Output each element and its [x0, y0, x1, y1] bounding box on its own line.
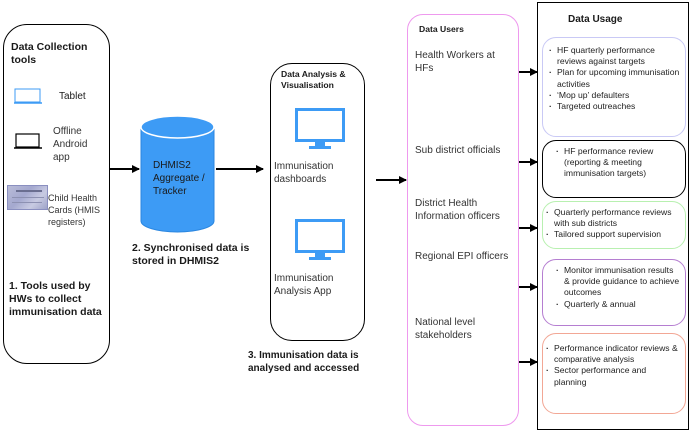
child-health-card-image	[7, 185, 48, 210]
step-3-caption: 3. Immunisation data is analysed and acc…	[248, 350, 360, 374]
laptop-icon	[14, 133, 42, 150]
usage-item: HF performance review (reporting & meeti…	[556, 146, 681, 180]
usage-item: Monitor immunisation results & provide g…	[556, 265, 681, 299]
usage-group-sub-district: HF performance review (reporting & meeti…	[542, 140, 686, 198]
data-analysis-title: Data Analysis & Visualisation	[281, 69, 346, 90]
usage-item: HF quarterly performance reviews against…	[549, 45, 681, 67]
usage-group-regional: Monitor immunisation results & provide g…	[542, 259, 686, 326]
user-regional-epi-officers: Regional EPI officers	[415, 251, 509, 262]
step-2-caption: 2. Synchronised data is stored in DHMIS2	[132, 242, 250, 267]
usage-item: Targeted outreaches	[549, 101, 681, 112]
data-collection-title: Data Collection tools	[11, 41, 88, 66]
data-users-box: Data Users Health Workers at HFs Sub dis…	[407, 14, 519, 426]
usage-item: Tailored support supervision	[546, 229, 681, 240]
data-users-title: Data Users	[419, 24, 464, 34]
tool-label-tablet: Tablet	[59, 91, 86, 102]
step-1-caption: 1. Tools used by HWs to collect immunisa…	[9, 280, 102, 318]
usage-item: Quarterly performance reviews with sub d…	[546, 207, 681, 229]
usage-item: Quarterly & annual	[556, 299, 681, 310]
data-collection-box: Data Collection tools Tablet Offline And…	[3, 24, 110, 364]
dhmis2-database: DHMIS2 Aggregate / Tracker	[140, 115, 215, 233]
tool-label-offline-app: Offline Android app	[53, 126, 88, 163]
user-national-stakeholders: National level stakeholders	[415, 317, 476, 341]
app-label-analysis-app: Immunisation Analysis App	[274, 273, 334, 297]
usage-item: Sector performance and planning	[546, 365, 681, 387]
usage-item: Plan for upcoming immunisation activitie…	[549, 67, 681, 89]
data-analysis-box: Data Analysis & Visualisation Immunisati…	[270, 63, 365, 341]
database-label: DHMIS2 Aggregate / Tracker	[153, 160, 205, 197]
database-cylinder-icon	[140, 115, 215, 233]
usage-item: ‘Mop up’ defaulters	[549, 90, 681, 101]
monitor-icon	[295, 108, 345, 152]
tool-label-child-health-cards: Child Health Cards (HMIS registers)	[48, 193, 101, 227]
user-health-workers: Health Workers at HFs	[415, 50, 495, 74]
usage-group-district: Quarterly performance reviews with sub d…	[542, 201, 686, 249]
usage-group-national: Performance indicator reviews & comparat…	[542, 333, 686, 414]
data-usage-title: Data Usage	[568, 14, 623, 25]
usage-item: Performance indicator reviews & comparat…	[546, 343, 681, 365]
user-sub-district-officials: Sub district officials	[415, 145, 501, 156]
app-label-dashboards: Immunisation dashboards	[274, 161, 334, 185]
usage-group-health-workers: HF quarterly performance reviews against…	[542, 37, 686, 137]
user-district-health-officers: District Health Information officers	[415, 198, 500, 222]
data-usage-box: Data Usage HF quarterly performance revi…	[537, 2, 689, 430]
tablet-icon	[14, 88, 42, 105]
monitor-icon	[295, 219, 345, 263]
